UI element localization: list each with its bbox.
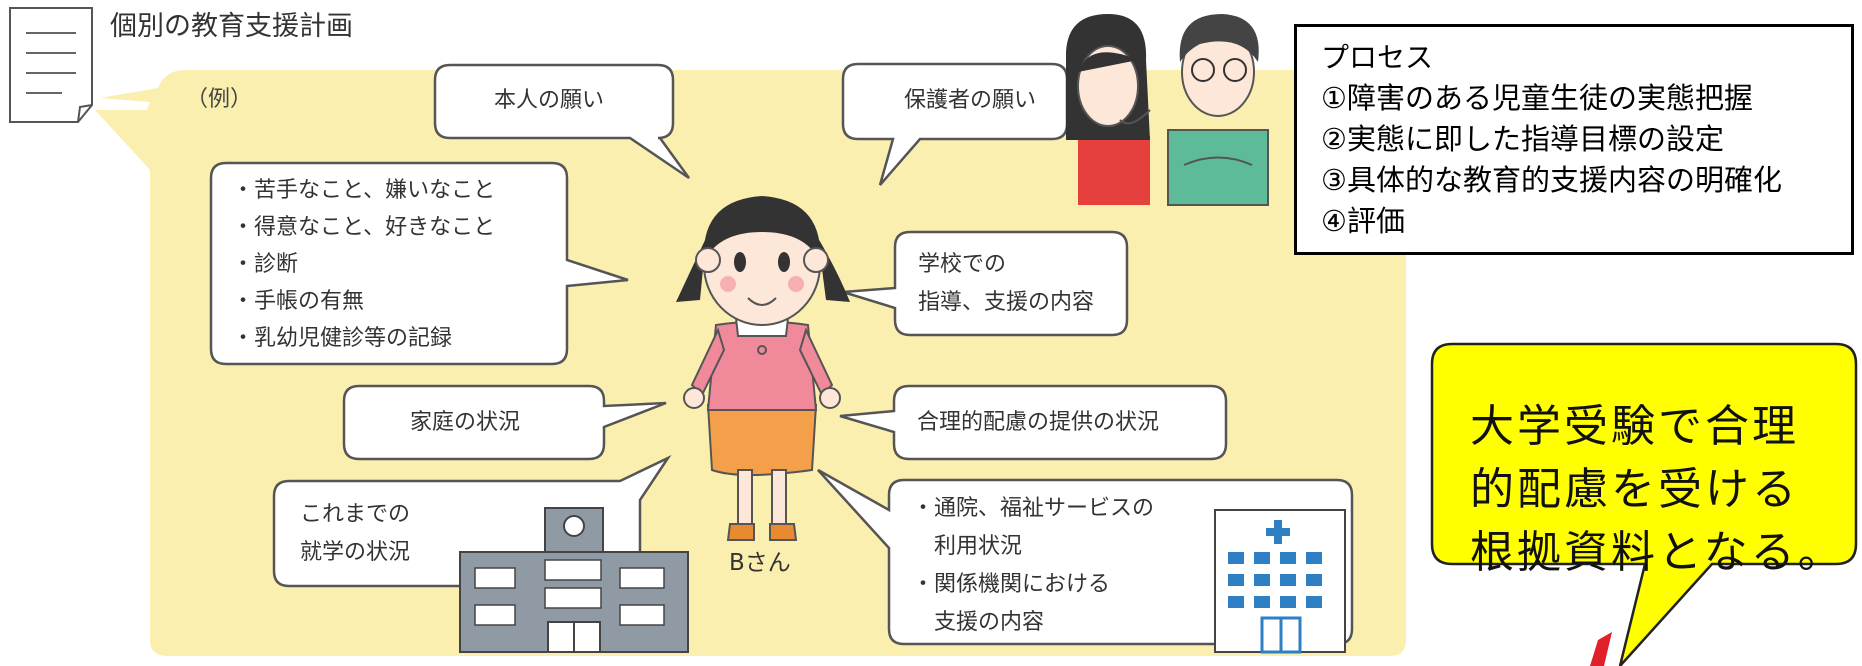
- home-text: 家庭の状況: [410, 410, 521, 435]
- medical-line: 利用状況: [912, 534, 1023, 559]
- process-heading: プロセス: [1321, 41, 1434, 74]
- past-schooling-line: 就学の状況: [300, 540, 411, 565]
- callout-text: 大学受験で合理 的配慮を受ける 根拠資料となる。: [1470, 395, 1862, 584]
- bubble-self-wish: [433, 63, 691, 180]
- past-schooling-line: これまでの: [300, 502, 411, 527]
- accommodation-text: 合理的配慮の提供の状況: [917, 410, 1160, 435]
- guardian-wish-text: 保護者の願い: [904, 88, 1037, 113]
- profile-item: ・苦手なこと、嫌いなこと: [232, 178, 496, 203]
- profile-item: ・手帳の有無: [232, 289, 365, 314]
- bubble-guardian-wish: [841, 62, 1069, 186]
- self-wish-text: 本人の願い: [494, 88, 605, 113]
- medical-text: ・通院、福祉サービスの 利用状況 ・関係機関における 支援の内容: [912, 490, 1154, 642]
- process-box: プロセス ①障害のある児童生徒の実態把握 ②実態に即した指導目標の設定 ③具体的…: [1294, 24, 1854, 255]
- process-step: ③具体的な教育的支援内容の明確化: [1321, 163, 1782, 197]
- callout-line: 根拠資料となる。: [1470, 527, 1845, 578]
- student-illustration: [676, 196, 850, 541]
- bubble-home: [342, 384, 667, 461]
- medical-line: ・通院、福祉サービスの: [912, 496, 1155, 521]
- example-label: （例）: [186, 87, 253, 112]
- document-icon: [9, 7, 93, 123]
- parents-illustration: [1066, 14, 1269, 206]
- bubble-school-support: [842, 230, 1129, 337]
- process-step: ④評価: [1321, 204, 1405, 238]
- bubble-accommodation: [839, 384, 1228, 461]
- callout-bubble: [1430, 342, 1858, 666]
- school-support-line: 学校での: [918, 252, 1007, 277]
- school-support-line: 指導、支援の内容: [918, 290, 1095, 315]
- process-step: ②実態に即した指導目標の設定: [1321, 122, 1724, 156]
- school-building-icon: [459, 507, 689, 653]
- hospital-building-icon: [1214, 509, 1346, 654]
- school-support-text: 学校での 指導、支援の内容: [918, 246, 1094, 322]
- profile-item: ・診断: [232, 252, 299, 277]
- red-mark: [1590, 632, 1612, 666]
- medical-line: 支援の内容: [912, 610, 1045, 635]
- profile-item: ・乳幼児健診等の記録: [232, 326, 453, 351]
- page-title: 個別の教育支援計画: [110, 11, 353, 42]
- medical-line: ・関係機関における: [912, 572, 1111, 597]
- past-schooling-text: これまでの 就学の状況: [300, 496, 410, 572]
- student-label: Bさん: [729, 550, 791, 576]
- callout-line: 大学受験で合理: [1470, 401, 1799, 452]
- profile-item: ・得意なこと、好きなこと: [232, 215, 496, 240]
- callout-line: 的配慮を受ける: [1470, 464, 1799, 515]
- bubble-profile: [209, 161, 629, 366]
- profile-list: ・苦手なこと、嫌いなこと ・得意なこと、好きなこと ・診断 ・手帳の有無 ・乳幼…: [232, 172, 495, 357]
- process-step: ①障害のある児童生徒の実態把握: [1321, 81, 1753, 115]
